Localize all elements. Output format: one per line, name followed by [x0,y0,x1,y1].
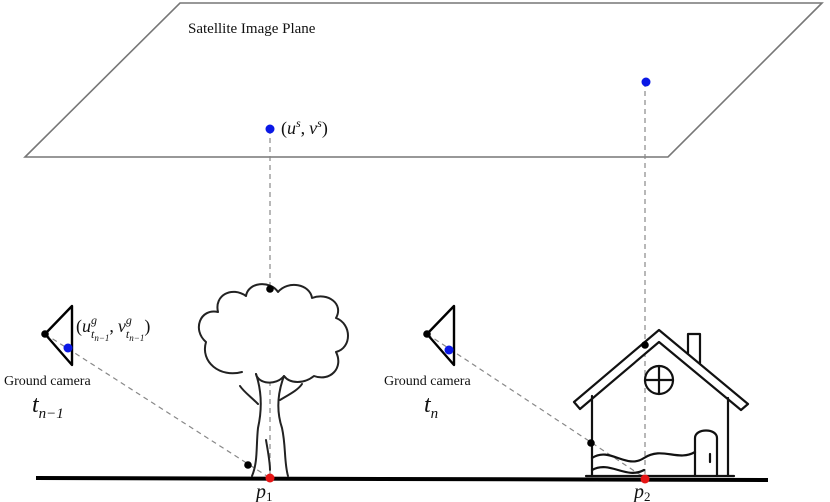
camera-label-1: Ground camera [4,374,91,389]
ground-point-p2-label: p2 [632,481,651,502]
ground-point-p1-label: p1 [254,481,273,502]
intersection-point [244,461,252,469]
ground-image-point [63,343,73,353]
ground-image-point [444,345,454,355]
intersection-point [266,285,274,293]
satellite-image-plane [23,2,824,158]
intersection-point [587,439,595,447]
satellite-point [265,124,275,134]
satellite-point [641,77,651,87]
camera-center-point [423,330,431,338]
camera-time-2: tn [424,392,438,422]
camera-time-1: tn−1 [32,392,64,422]
projection-lines [44,82,646,479]
ground-line [35,476,769,482]
satellite-point-label: (us,vs) [281,116,328,139]
plane-label: Satellite Image Plane [188,21,316,37]
camera-center-point [41,330,49,338]
camera-icon [43,304,74,367]
intersection-point [641,341,649,349]
ground-point-p1 [265,473,275,483]
camera-label-2: Ground camera [384,374,471,389]
camera-icon [425,304,456,367]
ground-point-p2 [640,474,650,484]
tree-icon [197,283,349,477]
house-icon [572,328,750,478]
camera-ray-2 [426,333,646,479]
